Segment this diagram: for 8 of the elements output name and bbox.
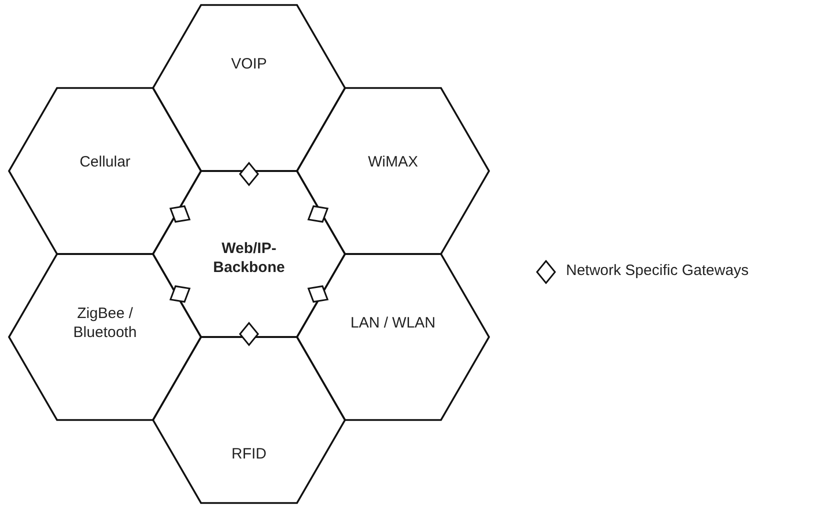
hexagon-label: LAN / WLAN: [349, 314, 437, 332]
hexagon-label: RFID: [230, 444, 268, 464]
hexagon-title: Web/IP-Backbone: [212, 239, 286, 277]
hexagon-label: VOIP: [230, 54, 268, 74]
hexagon-label: WiMAX: [367, 152, 419, 172]
legend-label: Network Specific Gateways: [566, 262, 749, 279]
hexagon-label: ZigBee / Bluetooth: [72, 304, 138, 342]
hexagon-label: Cellular: [78, 152, 132, 172]
